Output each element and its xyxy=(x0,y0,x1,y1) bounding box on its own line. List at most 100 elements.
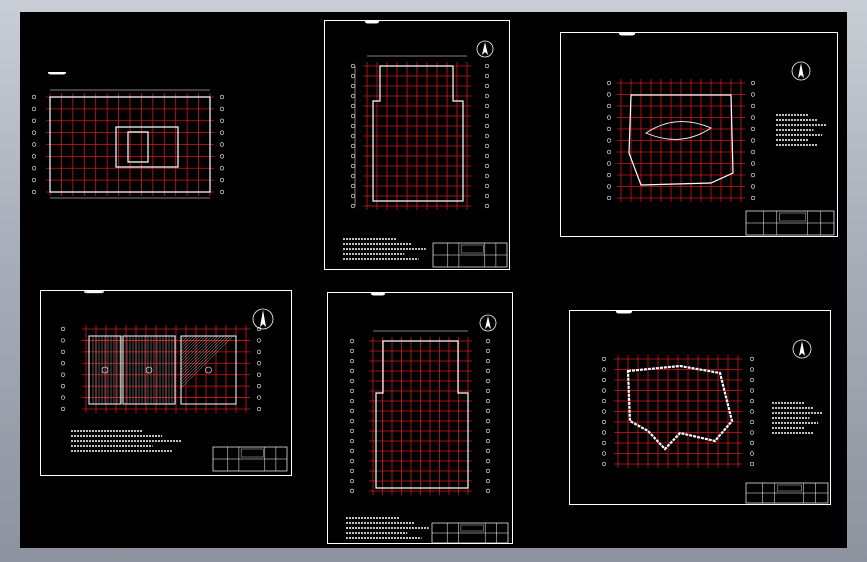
drawing-sheet-5[interactable] xyxy=(327,292,513,544)
axis-bubble-icon xyxy=(484,133,490,139)
axis-bubble-icon xyxy=(60,326,66,332)
roof-hatch xyxy=(180,335,225,380)
axis-bubble-icon xyxy=(349,408,355,414)
axis-bubble-icon xyxy=(606,172,612,178)
axis-bubble-icon xyxy=(606,161,612,166)
axis-bubble-icon xyxy=(601,419,607,425)
roof-marker xyxy=(205,366,212,374)
axis-bubble-icon xyxy=(750,103,756,109)
title-block-text-mark xyxy=(776,484,802,492)
roof-hatch xyxy=(180,335,213,368)
axis-bubble-icon xyxy=(750,172,756,178)
axis-bubble-icon xyxy=(349,368,355,374)
roof-hatch xyxy=(180,335,210,365)
axis-bubble-icon xyxy=(350,153,356,159)
axis-bubble-icon xyxy=(219,94,225,100)
roof-plan-4 xyxy=(60,291,288,472)
axis-bubble-icon xyxy=(485,368,491,374)
axis-bubble-icon xyxy=(601,440,607,446)
roof-hatch xyxy=(180,335,204,359)
axis-bubble-icon xyxy=(485,448,491,454)
roof-hatch xyxy=(180,335,186,341)
drawing-sheet-1[interactable] xyxy=(28,72,228,212)
axis-bubble-icon xyxy=(31,106,37,111)
axis-bubble-icon xyxy=(349,458,355,464)
axis-bubble-icon xyxy=(485,348,491,354)
axis-bubble-icon xyxy=(31,166,37,171)
drawing-sheet-4[interactable] xyxy=(40,290,292,476)
axis-bubble-icon xyxy=(349,468,355,474)
axis-bubble-icon xyxy=(374,21,380,24)
axis-bubble-icon xyxy=(750,161,756,166)
roof-hatch xyxy=(180,335,219,374)
axis-bubble-icon xyxy=(485,438,491,444)
title-block-text-mark xyxy=(460,244,484,254)
north-arrow-icon xyxy=(476,40,494,58)
axis-bubble-icon xyxy=(60,338,66,343)
drawing-sheet-3[interactable] xyxy=(560,32,838,237)
axis-bubble-icon xyxy=(606,184,612,189)
axis-bubble-icon xyxy=(349,488,355,494)
axis-bubble-icon xyxy=(750,138,756,143)
axis-bubble-icon xyxy=(485,398,491,404)
axis-bubble-icon xyxy=(601,430,607,435)
axis-bubble-icon xyxy=(485,388,491,394)
roof-hatch xyxy=(180,335,234,389)
axis-bubble-icon xyxy=(350,183,356,189)
axis-bubble-icon xyxy=(750,80,756,86)
axis-bubble-icon xyxy=(350,203,356,209)
roof-hatch xyxy=(180,335,198,353)
axis-bubble-icon xyxy=(606,126,612,132)
floor-plan-6 xyxy=(601,311,829,504)
axis-bubble-icon xyxy=(749,451,755,456)
axis-bubble-icon xyxy=(349,388,355,394)
axis-bubble-icon xyxy=(350,173,356,179)
axis-bubble-icon xyxy=(485,488,491,494)
wall-outline xyxy=(626,364,734,451)
axis-bubble-icon xyxy=(349,448,355,454)
axis-bubble-icon xyxy=(601,409,607,414)
axis-bubble-icon xyxy=(749,440,755,446)
axis-bubble-icon xyxy=(61,72,67,75)
floor-plan-3 xyxy=(606,33,835,236)
axis-bubble-icon xyxy=(749,461,755,467)
axis-bubble-icon xyxy=(484,63,490,69)
axis-bubble-icon xyxy=(484,93,490,99)
axis-bubble-icon xyxy=(60,349,66,354)
axis-bubble-icon xyxy=(349,418,355,424)
axis-bubble-icon xyxy=(31,154,37,159)
axis-bubble-icon xyxy=(749,409,755,414)
axis-bubble-icon xyxy=(350,123,356,129)
cad-model-space[interactable] xyxy=(20,12,847,548)
drawing-sheet-2[interactable] xyxy=(324,20,510,270)
axis-bubble-icon xyxy=(750,195,756,201)
axis-bubble-icon xyxy=(219,106,225,111)
axis-bubble-icon xyxy=(219,189,225,195)
axis-bubble-icon xyxy=(601,388,607,393)
axis-bubble-icon xyxy=(485,338,491,344)
axis-bubble-icon xyxy=(749,356,755,362)
axis-bubble-icon xyxy=(60,395,66,400)
roof-hatch xyxy=(180,335,222,377)
axis-bubble-icon xyxy=(485,468,491,474)
axis-bubble-icon xyxy=(485,428,491,434)
axis-bubble-icon xyxy=(349,398,355,404)
axis-bubble-icon xyxy=(60,406,66,412)
axis-bubble-icon xyxy=(484,183,490,189)
title-block-text-mark xyxy=(240,448,264,458)
axis-bubble-icon xyxy=(256,361,262,366)
north-arrow-icon xyxy=(792,339,812,359)
axis-bubble-icon xyxy=(601,356,607,362)
axis-bubble-icon xyxy=(484,173,490,179)
axis-bubble-icon xyxy=(350,103,356,109)
axis-bubble-icon xyxy=(749,377,755,383)
roof-hatch xyxy=(180,335,207,362)
north-arrow-needle xyxy=(798,63,804,78)
north-arrow-needle xyxy=(482,42,488,55)
axis-bubble-icon xyxy=(627,311,633,314)
drawing-sheet-6[interactable] xyxy=(569,310,831,505)
axis-bubble-icon xyxy=(601,461,607,467)
axis-bubble-icon xyxy=(60,372,66,377)
axis-bubble-icon xyxy=(219,118,225,123)
axis-bubble-icon xyxy=(485,378,491,384)
